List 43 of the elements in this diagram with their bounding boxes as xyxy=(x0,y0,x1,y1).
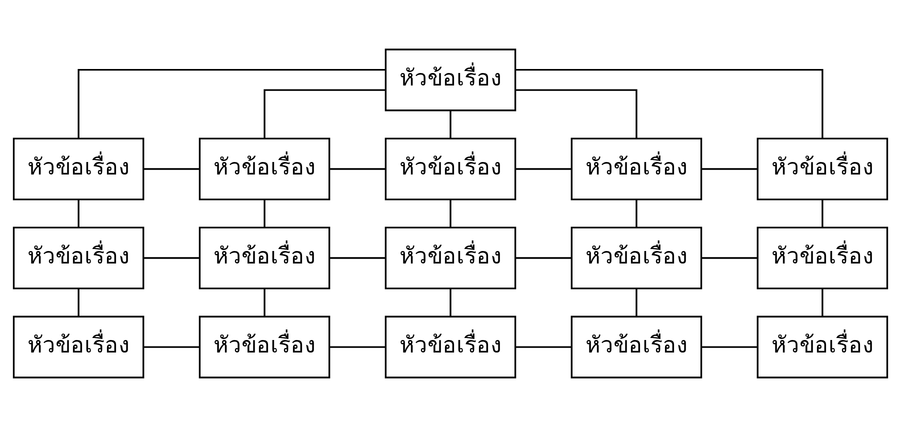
connector xyxy=(264,288,266,316)
node-box: หัวข้อเรื่อง xyxy=(384,316,516,378)
connector xyxy=(450,288,452,316)
connector xyxy=(450,200,452,228)
connector xyxy=(78,200,80,228)
connector xyxy=(516,68,824,138)
connector xyxy=(822,288,824,316)
node-box: หัวข้อเรื่อง xyxy=(570,316,702,378)
connector xyxy=(636,288,638,316)
connector xyxy=(516,89,638,138)
connector xyxy=(822,200,824,228)
connector xyxy=(144,257,200,259)
node-box: หัวข้อเรื่อง xyxy=(570,138,702,200)
connector xyxy=(264,89,386,138)
node-box: หัวข้อเรื่อง xyxy=(198,138,330,200)
connector xyxy=(330,346,386,348)
node-box: หัวข้อเรื่อง xyxy=(570,226,702,290)
connector xyxy=(330,168,386,170)
node-box: หัวข้อเรื่อง xyxy=(198,316,330,378)
connector xyxy=(516,346,572,348)
node-box: หัวข้อเรื่อง xyxy=(384,226,516,290)
node-box: หัวข้อเรื่อง xyxy=(384,138,516,200)
connector xyxy=(144,168,200,170)
node-box: หัวข้อเรื่อง xyxy=(384,48,516,112)
connector xyxy=(636,200,638,228)
node-box: หัวข้อเรื่อง xyxy=(756,316,888,378)
connector xyxy=(144,346,200,348)
connector xyxy=(78,68,386,138)
connector xyxy=(702,346,758,348)
connector xyxy=(702,257,758,259)
connector xyxy=(264,200,266,228)
connector xyxy=(450,110,452,138)
connector xyxy=(516,257,572,259)
node-box: หัวข้อเรื่อง xyxy=(198,226,330,290)
node-box: หัวข้อเรื่อง xyxy=(12,138,144,200)
connector xyxy=(330,257,386,259)
node-box: หัวข้อเรื่อง xyxy=(756,226,888,290)
node-box: หัวข้อเรื่อง xyxy=(12,226,144,290)
node-box: หัวข้อเรื่อง xyxy=(756,138,888,200)
connector xyxy=(516,168,572,170)
node-box: หัวข้อเรื่อง xyxy=(12,316,144,378)
connector xyxy=(78,288,80,316)
connector xyxy=(702,168,758,170)
